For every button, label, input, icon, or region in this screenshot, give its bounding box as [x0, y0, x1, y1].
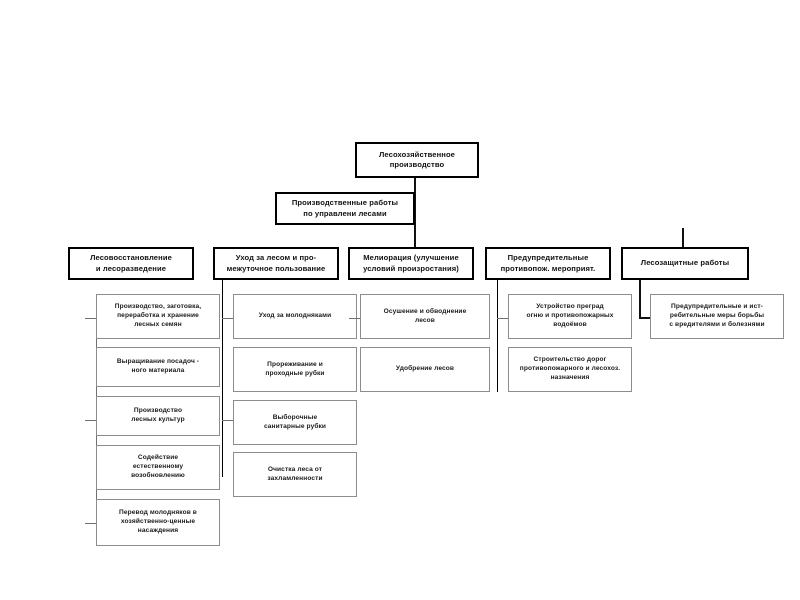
leaf-node-planting-material: Выращивание посадоч - ного материала: [96, 347, 220, 387]
connector-col2-stub-1: [222, 318, 234, 320]
branch-node-tending: Уход за лесом и про- межуточное пользова…: [213, 247, 339, 280]
branch-node-melioration: Мелиорация (улучшение условий произроста…: [348, 247, 474, 280]
connector-protection-stub: [682, 228, 684, 247]
branch-node-fire-prevention: Предупредительные противопож. мероприят.: [485, 247, 611, 280]
leaf-node-forest-debris-clearing: Очистка леса от захламленности: [233, 452, 357, 497]
branch-node-reforestation: Лесовосстановление и лесоразведение: [68, 247, 194, 280]
leaf-node-seed-production: Производство, заготовка, переработка и х…: [96, 294, 220, 339]
root-node-forestry-production: Лесохозяйственное производство: [355, 142, 479, 178]
leaf-node-young-stand-conversion: Перевод молодняков в хозяйственно-ценные…: [96, 499, 220, 546]
leaf-node-fire-roads-construction: Строительство дорог противопожарного и л…: [508, 347, 632, 392]
connector-col4-spine: [497, 280, 499, 392]
connector-col3-stub-1: [349, 318, 361, 320]
leaf-node-pest-disease-control: Предупредительные и ист- ребительные мер…: [650, 294, 784, 339]
connector-col2-stub-3: [222, 420, 234, 422]
connector-col5-spine: [639, 280, 641, 318]
leaf-node-forest-fertilizing: Удобрение лесов: [360, 347, 490, 392]
connector-col1-stub-3: [85, 420, 97, 422]
leaf-node-thinning-cuts: Прореживание и проходные рубки: [233, 347, 357, 392]
connector-col2-spine: [222, 280, 224, 477]
leaf-node-selective-sanitary-cuts: Выборочные санитарные рубки: [233, 400, 357, 445]
leaf-node-fire-barriers-reservoirs: Устройство преград огню и противопожарны…: [508, 294, 632, 339]
connector-col4-stub-1: [497, 318, 509, 320]
node-production-works-management: Производственные работы по управлени лес…: [275, 192, 415, 225]
leaf-node-natural-regeneration: Содействие естественному возобновлению: [96, 445, 220, 490]
connector-col5-stub-1: [639, 317, 651, 319]
leaf-node-young-stand-tending: Уход за молодняками: [233, 294, 357, 339]
connector-col1-stub-1: [85, 318, 97, 320]
leaf-node-forest-cultures: Производство лесных культур: [96, 396, 220, 436]
leaf-node-drainage-irrigation: Осушение и обводнение лесов: [360, 294, 490, 339]
connector-col1-stub-5: [85, 523, 97, 525]
branch-node-protection: Лесозащитные работы: [621, 247, 749, 280]
